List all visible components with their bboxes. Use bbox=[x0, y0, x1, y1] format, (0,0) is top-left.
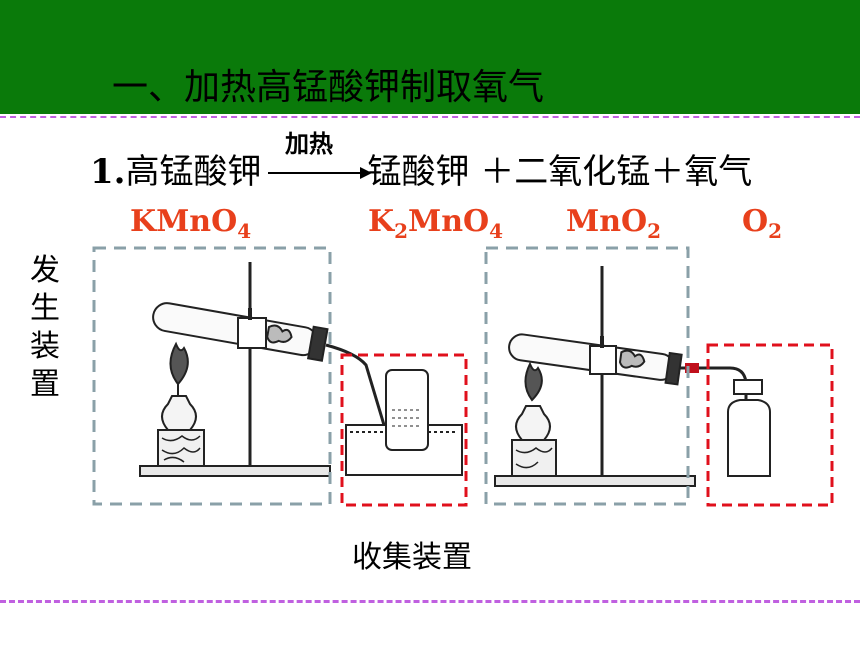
formula-mno2: MnO2 bbox=[566, 204, 662, 243]
bottom-divider bbox=[0, 600, 860, 603]
formula-k2mno4: K2MnO4 bbox=[368, 204, 504, 243]
generation-box-right bbox=[484, 246, 690, 506]
title-banner: 一、加热高锰酸钾制取氧气 bbox=[0, 0, 860, 114]
collection-apparatus-label: 收集装置 bbox=[352, 540, 472, 575]
generation-box-left bbox=[92, 246, 332, 506]
rubber-joint bbox=[685, 363, 699, 373]
gas-jar bbox=[727, 399, 771, 477]
reaction-condition: 加热 bbox=[285, 130, 333, 158]
product-names: 锰酸钾 ＋二氧化锰＋氧气 bbox=[367, 152, 753, 192]
collection-box-left bbox=[340, 353, 468, 507]
jar-neck bbox=[733, 379, 763, 395]
flame-2 bbox=[524, 361, 543, 402]
right-generation-apparatus bbox=[494, 266, 771, 487]
alcohol-lamp bbox=[161, 395, 197, 431]
alcohol-lamp-2 bbox=[515, 405, 551, 441]
clamp-2 bbox=[589, 345, 617, 375]
clamp bbox=[237, 317, 267, 349]
flame bbox=[169, 341, 189, 386]
collection-box-right bbox=[706, 343, 834, 507]
kmno4-powder bbox=[266, 324, 293, 344]
reaction-arrow-line bbox=[268, 172, 364, 174]
reactant-name: 高锰酸钾 bbox=[125, 152, 262, 192]
wood-block-2 bbox=[511, 439, 557, 477]
top-divider bbox=[0, 116, 860, 118]
page-title: 一、加热高锰酸钾制取氧气 bbox=[112, 67, 545, 108]
reaction-arrow-head bbox=[360, 167, 372, 179]
left-generation-apparatus bbox=[139, 262, 463, 477]
stand-base-2 bbox=[494, 475, 696, 487]
stand-base bbox=[139, 465, 331, 477]
formula-o2: O2 bbox=[742, 204, 783, 243]
bottle-water bbox=[392, 409, 422, 427]
word-equation: 1.高锰酸钾 锰酸钾 ＋二氧化锰＋氧气 bbox=[90, 144, 752, 193]
wood-grain bbox=[161, 435, 201, 463]
formula-kmno4: KMnO4 bbox=[130, 204, 252, 243]
generation-apparatus-label: 发生装置 bbox=[30, 253, 60, 402]
stopper bbox=[306, 325, 329, 362]
equation-number: 1. bbox=[90, 152, 126, 192]
test-tube bbox=[152, 302, 329, 362]
